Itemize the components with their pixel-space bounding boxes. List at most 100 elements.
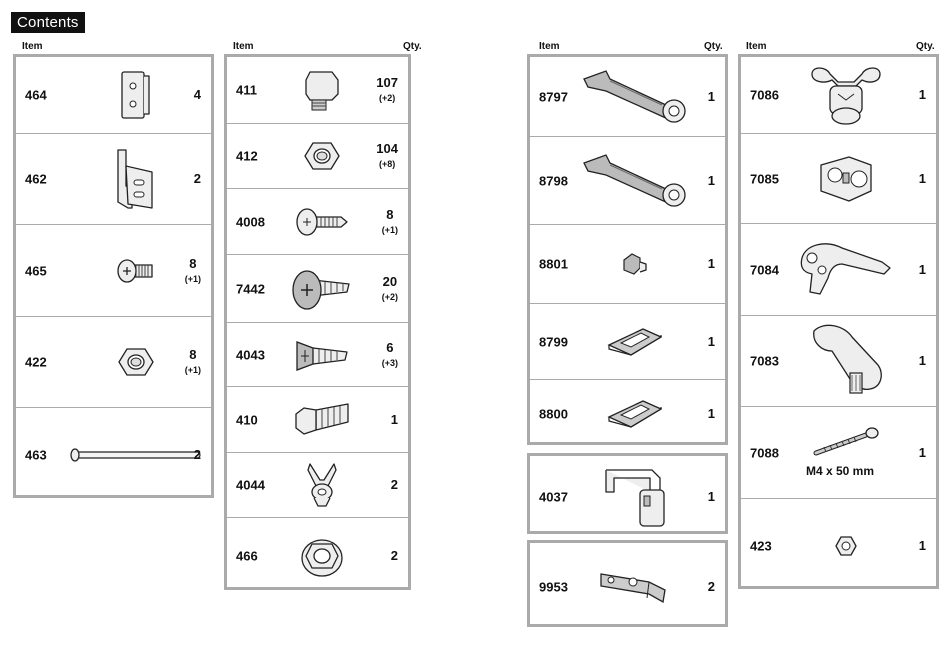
long-screw-icon <box>812 427 880 457</box>
part-number: 422 <box>25 355 47 370</box>
quantity-value: 2 <box>391 477 398 492</box>
spare-quantity: (+2) <box>382 290 398 304</box>
part-row: 8800 1 <box>530 380 725 448</box>
part-row: 412 104(+8) <box>227 124 408 189</box>
part-quantity: 1 <box>919 353 926 369</box>
quantity-value: 4 <box>194 87 201 102</box>
part-row: 4043 6(+3) <box>227 323 408 387</box>
spring-clip-icon <box>607 399 663 429</box>
part-quantity: 1 <box>919 87 926 103</box>
clamp-bracket-icon <box>813 153 879 205</box>
cover-arm-icon <box>804 323 888 399</box>
part-quantity: 1 <box>708 334 715 350</box>
quantity-value: 2 <box>194 171 201 186</box>
item-column-header: Item <box>746 41 767 52</box>
qty-column-header: Qty. <box>403 41 422 52</box>
hinge-plate-icon <box>119 70 153 120</box>
spare-quantity: (+3) <box>382 356 398 370</box>
part-quantity: 104(+8) <box>376 141 398 171</box>
page-title: Contents <box>11 12 85 33</box>
part-quantity: 1 <box>708 89 715 105</box>
part-quantity: 2 <box>194 447 201 463</box>
part-quantity: 6(+3) <box>382 340 398 370</box>
part-dimension: M4 x 50 mm <box>806 464 874 478</box>
part-number: 9953 <box>539 579 568 594</box>
spare-quantity: (+1) <box>185 363 201 377</box>
part-number: 412 <box>236 149 258 164</box>
quantity-value: 1 <box>919 171 926 186</box>
quantity-value: 2 <box>391 548 398 563</box>
part-quantity: 1 <box>708 406 715 422</box>
quantity-value: 104 <box>376 141 398 156</box>
part-quantity: 1 <box>919 171 926 187</box>
angle-bracket-icon <box>114 146 158 212</box>
quantity-value: 1 <box>708 489 715 504</box>
part-number: 7088 <box>750 445 779 460</box>
quantity-value: 1 <box>919 87 926 102</box>
part-quantity: 2 <box>391 477 398 493</box>
small-clip-icon <box>620 252 650 276</box>
part-quantity: 4 <box>194 87 201 103</box>
part-row: 8797 1 <box>530 57 725 137</box>
part-number: 8798 <box>539 173 568 188</box>
part-number: 464 <box>25 88 47 103</box>
qty-column-header: Qty. <box>704 41 723 52</box>
wing-clamp-icon <box>808 64 884 126</box>
part-quantity: 8(+1) <box>185 256 201 286</box>
quantity-value: 1 <box>708 406 715 421</box>
part-quantity: 2 <box>708 579 715 595</box>
long-pin-icon <box>70 448 202 462</box>
item-column-header: Item <box>539 41 560 52</box>
part-quantity: 1 <box>919 538 926 554</box>
part-quantity: 20(+2) <box>382 274 398 304</box>
part-number: 8800 <box>539 407 568 422</box>
part-quantity: 107(+2) <box>376 75 398 105</box>
quantity-value: 1 <box>919 445 926 460</box>
parts-panel: 9953 2 <box>527 540 728 627</box>
part-number: 4044 <box>236 478 265 493</box>
spare-quantity: (+1) <box>382 223 398 237</box>
hex-nut-icon <box>117 347 155 377</box>
part-number: 8797 <box>539 89 568 104</box>
quantity-value: 1 <box>391 412 398 427</box>
large-phillips-screw-icon <box>291 266 353 312</box>
part-quantity: 1 <box>708 256 715 272</box>
square-head-bolt-icon <box>302 68 342 112</box>
qty-column-header: Qty. <box>916 41 935 52</box>
part-row: 4044 2 <box>227 453 408 518</box>
part-number: 462 <box>25 172 47 187</box>
quantity-value: 1 <box>708 334 715 349</box>
lever-arm-icon <box>580 69 690 125</box>
quantity-value: 1 <box>708 256 715 271</box>
part-number: 7084 <box>750 262 779 277</box>
part-quantity: 2 <box>391 548 398 564</box>
part-row: 464 4 <box>16 57 211 134</box>
part-quantity: 1 <box>708 489 715 505</box>
flange-nut-icon <box>300 534 344 578</box>
part-row: 8798 1 <box>530 137 725 225</box>
part-quantity: 1 <box>708 173 715 189</box>
spare-quantity: (+1) <box>185 272 201 286</box>
part-number: 4043 <box>236 347 265 362</box>
quantity-value: 6 <box>386 340 393 355</box>
part-quantity: 1 <box>919 262 926 278</box>
quantity-value: 2 <box>708 579 715 594</box>
part-number: 423 <box>750 538 772 553</box>
small-hex-nut-icon <box>835 536 857 556</box>
countersunk-screw-icon <box>293 338 351 372</box>
curved-arm-icon <box>798 238 894 302</box>
part-row: 9953 2 <box>530 543 725 630</box>
part-quantity: 8(+1) <box>185 347 201 377</box>
quantity-value: 1 <box>708 89 715 104</box>
part-number: 410 <box>236 412 258 427</box>
